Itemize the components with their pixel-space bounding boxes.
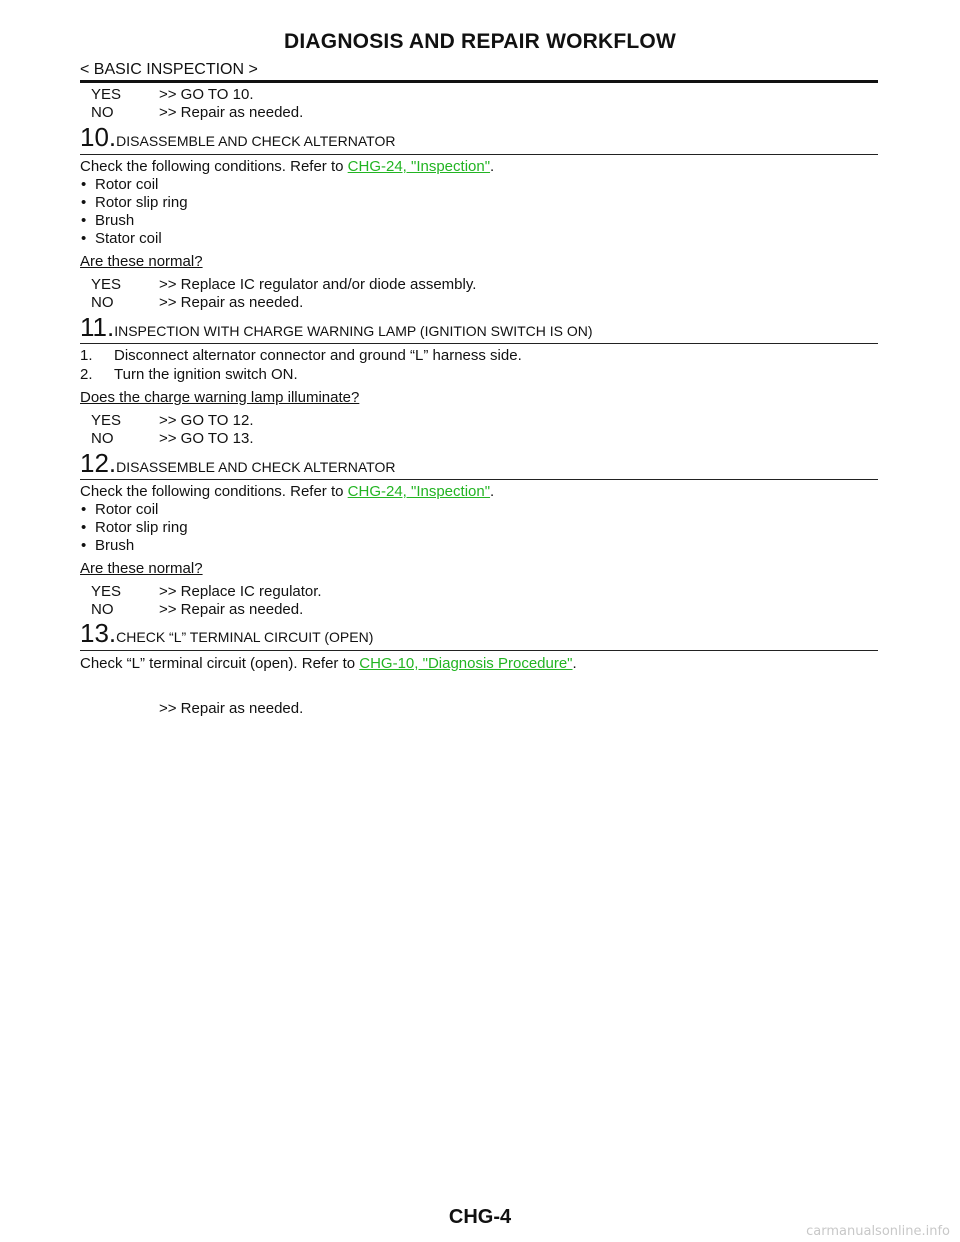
page-code: CHG-4 <box>448 1206 512 1228</box>
step13-instruction: Check “L” terminal circuit (open). Refer… <box>80 655 577 672</box>
step12-no-row: NO>> Repair as needed. <box>91 601 304 618</box>
step11-no-row: NO>> GO TO 13. <box>91 430 254 447</box>
page-title: DIAGNOSIS AND REPAIR WORKFLOW <box>284 30 676 53</box>
list-item: •Stator coil <box>81 230 162 247</box>
section-label: < BASIC INSPECTION > <box>80 61 258 78</box>
step-number: 12. <box>80 448 117 478</box>
inspection-link[interactable]: CHG-24, "Inspection" <box>347 483 491 500</box>
step-number: 10. <box>80 122 117 152</box>
step9-yes-row: YES >> GO TO 10. <box>91 86 254 104</box>
list-item: •Brush <box>81 212 135 229</box>
no-action: >> Repair as needed. <box>159 104 304 121</box>
header-divider <box>80 80 878 83</box>
step13-heading: 13.CHECK “L” TERMINAL CIRCUIT (OPEN) <box>80 620 373 647</box>
watermark: carmanualsonline.info <box>806 1224 950 1239</box>
yes-label: YES <box>91 86 122 103</box>
step12-question: Are these normal? <box>80 560 203 577</box>
step12-instruction: Check the following conditions. Refer to… <box>80 483 495 500</box>
list-item: •Rotor coil <box>81 176 159 193</box>
yes-action: >> GO TO 10. <box>159 86 254 103</box>
inspection-link[interactable]: CHG-24, "Inspection" <box>347 158 491 175</box>
step12-heading: 12.DISASSEMBLE AND CHECK ALTERNATOR <box>80 450 395 477</box>
step9-no-row: NO >> Repair as needed. <box>91 104 303 122</box>
step11-yes-row: YES>> GO TO 12. <box>91 412 254 429</box>
step12-divider <box>80 479 878 480</box>
step10-divider <box>80 154 878 155</box>
step10-question: Are these normal? <box>80 253 203 270</box>
step11-question: Does the charge warning lamp illuminate? <box>80 389 360 406</box>
list-item: •Rotor coil <box>81 501 159 518</box>
step11-divider <box>80 343 878 344</box>
step-title: CHECK “L” TERMINAL CIRCUIT (OPEN) <box>116 629 374 645</box>
list-item: •Rotor slip ring <box>81 519 188 536</box>
step10-yes-row: YES>> Replace IC regulator and/or diode … <box>91 276 477 293</box>
step10-heading: 10.DISASSEMBLE AND CHECK ALTERNATOR <box>80 124 395 151</box>
step-title: DISASSEMBLE AND CHECK ALTERNATOR <box>116 459 396 475</box>
step11-heading: 11.INSPECTION WITH CHARGE WARNING LAMP (… <box>80 314 593 341</box>
list-item: •Brush <box>81 537 135 554</box>
step-number: 13. <box>80 618 117 648</box>
step13-result: >> Repair as needed. <box>159 700 304 717</box>
step-title: INSPECTION WITH CHARGE WARNING LAMP (IGN… <box>114 323 593 339</box>
procedure-step: 1.Disconnect alternator connector and gr… <box>80 347 522 364</box>
step13-divider <box>80 650 878 651</box>
list-item: •Rotor slip ring <box>81 194 188 211</box>
no-label: NO <box>91 104 114 121</box>
step12-yes-row: YES>> Replace IC regulator. <box>91 583 322 600</box>
step-title: DISASSEMBLE AND CHECK ALTERNATOR <box>116 133 396 149</box>
diagnosis-procedure-link[interactable]: CHG-10, "Diagnosis Procedure" <box>359 655 573 672</box>
step10-no-row: NO>> Repair as needed. <box>91 294 304 311</box>
step-number: 11. <box>80 312 115 342</box>
step10-instruction: Check the following conditions. Refer to… <box>80 158 495 175</box>
procedure-step: 2.Turn the ignition switch ON. <box>80 366 298 383</box>
